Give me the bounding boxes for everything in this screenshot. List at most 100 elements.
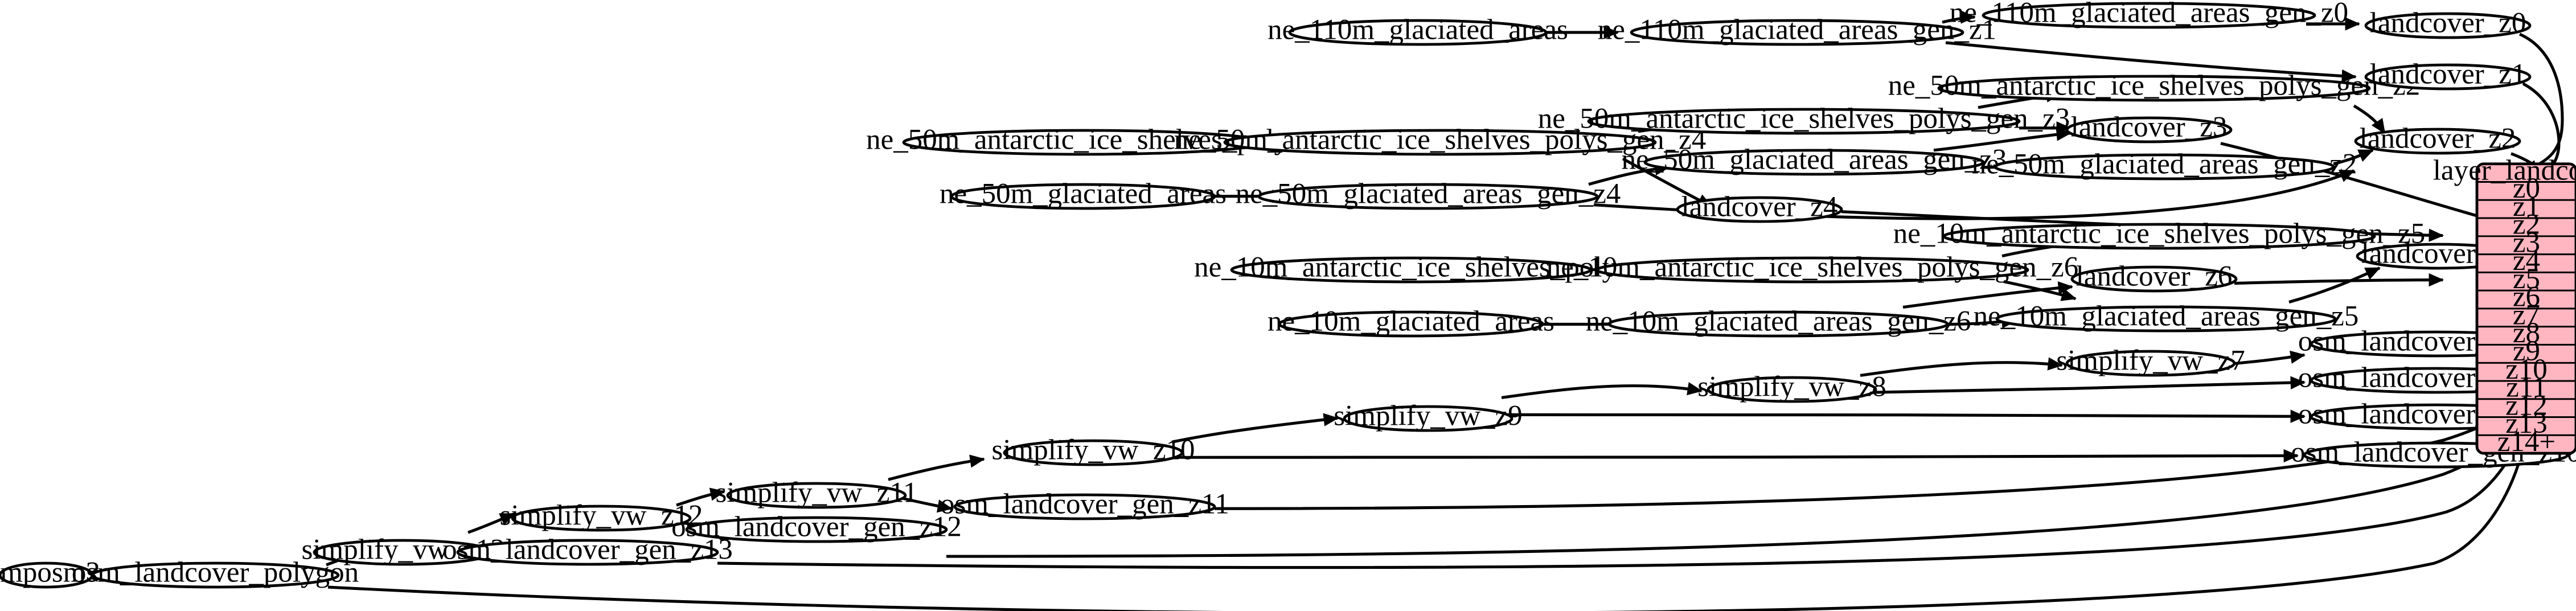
table-row-z13[interactable]: z13 <box>2505 408 2548 440</box>
node-shape <box>2070 265 2238 293</box>
node-shape <box>1257 183 1599 210</box>
edge-landcover-z0-to-table <box>2518 32 2564 173</box>
node-simplify_vw_z7[interactable]: simplify_vw_z7 <box>2056 345 2245 377</box>
node-simplify_vw_z10[interactable]: simplify_vw_z10 <box>992 434 1195 466</box>
node-shape <box>1676 196 1843 223</box>
node-ne_10m_glaciated_areas_gen_z5[interactable]: ne_10m_glaciated_areas_gen_z5 <box>1974 301 2359 333</box>
table-row-z2[interactable]: z2 <box>2513 209 2540 241</box>
table-row-z5[interactable]: z5 <box>2513 263 2540 295</box>
table-row-z9[interactable]: z9 <box>2513 335 2540 367</box>
node-ne_10m_glaciated_areas[interactable]: ne_10m_glaciated_areas <box>1268 306 1554 338</box>
table-row-z12[interactable]: z12 <box>2505 389 2548 421</box>
edge-gen-z13-to-table <box>717 432 2525 569</box>
edge-gen-z1-to-landcover-z1 <box>1945 41 2357 83</box>
node-landcover_z0[interactable]: landcover_z0 <box>2364 7 2532 39</box>
node-landcover_z2[interactable]: landcover_z2 <box>2354 123 2521 155</box>
node-landcover_z1[interactable]: landcover_z1 <box>2364 59 2532 91</box>
node-simplify_vw_z11[interactable]: simplify_vw_z11 <box>715 477 917 509</box>
node-label: osm_landcover_gen_z13 <box>442 534 733 566</box>
node-landcover_z4[interactable]: landcover_z4 <box>1676 191 1843 223</box>
node-ne_50m_glaciated_areas_gen_z4[interactable]: ne_50m_glaciated_areas_gen_z4 <box>1236 178 1621 210</box>
edge-simplify13-to-simplify12 <box>467 512 515 534</box>
node-shape <box>1587 108 2021 135</box>
edge-simplify7-to-gen7 <box>2234 350 2306 365</box>
node-shape <box>1993 153 2335 181</box>
node-label: landcover_z6 <box>2076 261 2233 293</box>
table-row-z7[interactable]: z7 <box>2513 299 2540 331</box>
node-shape <box>511 505 692 532</box>
node-simplify_vw_z12[interactable]: simplify_vw_z12 <box>500 500 703 532</box>
node-label: ne_50m_antarctic_ice_shelves_polys_gen_z… <box>1888 70 2421 102</box>
table-row-z0[interactable]: z0 <box>2513 173 2540 204</box>
node-ne_110m_glaciated_areas_gen_z1[interactable]: ne_110m_glaciated_areas_gen_z1 <box>1598 14 1996 46</box>
node-osm_landcover_gen_z11[interactable]: osm_landcover_gen_z11 <box>940 489 1229 520</box>
node-label: simplify_vw_z12 <box>500 500 703 532</box>
node-label: simplify_vw_z7 <box>2056 345 2245 377</box>
edge-gl10-z5-to-landcover-z5 <box>2288 266 2381 304</box>
node-label: simplify_vw_z10 <box>992 434 1195 466</box>
node-ne_50m_antarctic_ice_shelves_polys_gen_z2[interactable]: ne_50m_antarctic_ice_shelves_polys_gen_z… <box>1888 70 2421 102</box>
node-ne_110m_glaciated_areas_gen_z0[interactable]: ne_110m_glaciated_areas_gen_z0 <box>1950 0 2348 29</box>
table-row-z8[interactable]: z8 <box>2513 317 2540 349</box>
node-label: ne_10m_glaciated_areas <box>1268 306 1554 338</box>
node-shape <box>1995 305 2337 333</box>
node-ne_10m_antarctic_ice_shelves_polys_gen_z6[interactable]: ne_10m_antarctic_ice_shelves_polys_gen_z… <box>1547 252 2079 284</box>
node-label: ne_50m_glaciated_areas_gen_z4 <box>1236 178 1621 210</box>
node-label: simplify_vw_z9 <box>1334 400 1522 432</box>
layer-landcover-table[interactable]: layer_landcoverz0z1z2z3z4z5z6z7z8z9z10z1… <box>2433 154 2576 458</box>
table-row-z4[interactable]: z4 <box>2513 245 2540 277</box>
edge-simplify8-to-simplify7 <box>1860 357 2064 377</box>
node-shape <box>1223 129 1657 156</box>
node-label: ne_10m_antarctic_ice_shelves_polys <box>1194 252 1628 284</box>
node-shape <box>1288 19 1548 46</box>
node-shape <box>726 482 907 509</box>
node-label: ne_10m_antarctic_ice_shelves_polys_gen_z… <box>1547 252 2079 284</box>
node-label: osm_landcover_gen_z12 <box>671 511 962 543</box>
edge-polygon-to-table-z14 <box>327 446 2527 611</box>
node-shape <box>1707 376 1877 403</box>
edge-gen-z11-to-table <box>1214 405 2524 510</box>
node-ne_50m_antarctic_ice_shelves_polys_gen_z4[interactable]: ne_50m_antarctic_ice_shelves_polys_gen_z… <box>1174 124 1707 156</box>
node-ne_10m_antarctic_ice_shelves_polys[interactable]: ne_10m_antarctic_ice_shelves_polys <box>1194 252 1628 284</box>
node-ne_50m_glaciated_areas_gen_z2[interactable]: ne_50m_glaciated_areas_gen_z2 <box>1972 149 2357 181</box>
edge-gen-z1-to-gen-z0 <box>1942 10 1976 24</box>
table-row-z11[interactable]: z11 <box>2506 372 2547 404</box>
node-label: ne_110m_glaciated_areas_gen_z0 <box>1950 0 2348 29</box>
node-ne_50m_glaciated_areas_gen_z3[interactable]: ne_50m_glaciated_areas_gen_z3 <box>1622 144 2007 176</box>
node-shape <box>2065 350 2236 377</box>
node-ne_10m_glaciated_areas_gen_z6[interactable]: ne_10m_glaciated_areas_gen_z6 <box>1586 306 1971 338</box>
node-ne_10m_antarctic_ice_shelves_polys_gen_z5[interactable]: ne_10m_antarctic_ice_shelves_polys_gen_z… <box>1893 218 2426 250</box>
edge-simplify8-to-gen8 <box>1865 376 2306 394</box>
node-shape <box>950 183 1216 210</box>
node-imposm3[interactable]: imposm3 <box>0 557 100 589</box>
node-simplify_vw_z9[interactable]: simplify_vw_z9 <box>1334 400 1522 432</box>
node-label: landcover_z2 <box>2360 123 2516 155</box>
node-simplify_vw_z8[interactable]: simplify_vw_z8 <box>1697 371 1886 403</box>
node-label: ne_110m_glaciated_areas <box>1268 14 1568 46</box>
node-osm_landcover_gen_z10[interactable]: osm_landcover_gen_z10 <box>2291 437 2576 469</box>
node-osm_landcover_gen_z13[interactable]: osm_landcover_gen_z13 <box>442 534 733 566</box>
node-ne_50m_glaciated_areas[interactable]: ne_50m_glaciated_areas <box>940 178 1227 210</box>
edge-gl10-z6-to-landcover-z6 <box>1902 281 2074 309</box>
table-row-z10[interactable]: z10 <box>2505 354 2548 386</box>
node-shape <box>2065 116 2233 143</box>
node-label: ne_50m_glaciated_areas_gen_z3 <box>1622 144 2007 176</box>
table-row-z1[interactable]: z1 <box>2513 191 2540 223</box>
edge-simplify9-to-gen9 <box>1503 409 2306 423</box>
node-shape <box>953 493 1216 520</box>
node-landcover_z3[interactable]: landcover_z3 <box>2065 112 2233 143</box>
node-osm_landcover_polygon[interactable]: osm_landcover_polygon <box>72 557 359 589</box>
node-label: ne_50m_glaciated_areas_gen_z2 <box>1972 149 2357 181</box>
table-row-z14+[interactable]: z14+ <box>2497 426 2556 458</box>
node-osm_landcover_gen_z12[interactable]: osm_landcover_gen_z12 <box>671 511 962 543</box>
node-landcover_z6[interactable]: landcover_z6 <box>2070 261 2238 293</box>
node-label: ne_50m_antarctic_ice_shelves_polys_gen_z… <box>1174 124 1707 156</box>
node-label: imposm3 <box>0 557 100 589</box>
node-label: landcover_z1 <box>2370 59 2526 91</box>
node-ne_50m_antarctic_ice_shelves_polys_gen_z3[interactable]: ne_50m_antarctic_ice_shelves_polys_gen_z… <box>1538 103 2070 135</box>
node-ne_110m_glaciated_areas[interactable]: ne_110m_glaciated_areas <box>1268 14 1568 46</box>
table-row-z6[interactable]: z6 <box>2513 281 2540 313</box>
table-row-z3[interactable]: z3 <box>2513 227 2540 259</box>
